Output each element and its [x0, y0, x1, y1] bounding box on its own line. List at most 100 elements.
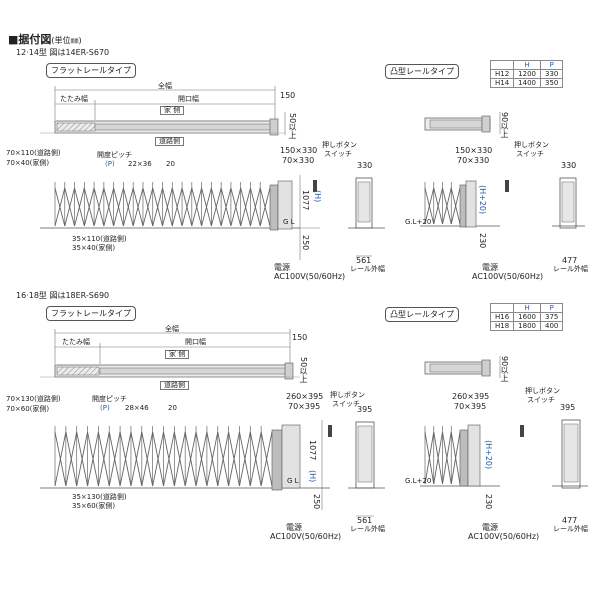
end-a-2: 260×395 — [286, 392, 324, 401]
base-road-2: 35×130(道路側) — [72, 493, 127, 501]
lattice-bar — [450, 431, 461, 485]
pitch-p-2: (P) — [100, 404, 110, 412]
lattice-bar — [433, 431, 443, 485]
tatami-width-label-1: たたみ幅 — [60, 95, 88, 103]
lattice-bar — [184, 431, 197, 487]
cv-rail-outer-1: レール外幅 — [553, 265, 588, 273]
lattice-bar — [152, 187, 163, 227]
lattice-bar — [93, 187, 105, 227]
lattice-bar — [130, 431, 143, 487]
base-house-2: 35×60(家側) — [72, 502, 116, 510]
switch-label-2: スイッチ — [332, 400, 360, 408]
lattice-bar — [195, 431, 208, 487]
lattice-bar — [97, 431, 110, 487]
dim-150-1: 150 — [280, 91, 296, 100]
cv-button-2: 押しボタン — [525, 387, 560, 395]
lattice-bar — [217, 431, 230, 487]
dim-150-2: 150 — [292, 333, 308, 342]
lattice-bar — [171, 187, 183, 227]
lattice-bar — [433, 187, 443, 225]
height-h-1: (H) — [313, 190, 322, 203]
cv-230-2: 230 — [484, 494, 493, 510]
lattice-bar — [260, 431, 273, 487]
total-width-label-1: 全幅 — [158, 82, 172, 90]
convex-frame-1 — [420, 177, 585, 229]
lattice-bar — [163, 431, 175, 487]
convex-elevation-1 — [424, 182, 461, 225]
cv-end-b-2: 70×395 — [454, 402, 487, 411]
lattice-bar — [132, 187, 144, 227]
cv-height-2: (H+20) — [484, 440, 493, 470]
gl-label-2: G L — [287, 477, 299, 485]
gate-frame-1 — [40, 175, 320, 260]
lattice-bar — [250, 187, 261, 227]
height-1077-2: 1077 — [308, 440, 317, 461]
cv-side-depth-2: 395 — [560, 403, 576, 412]
lattice-bar — [442, 431, 452, 485]
lattice-bar — [108, 431, 121, 487]
pitch-label-1: 開度ピッチ — [97, 151, 132, 159]
cv-power-spec-2: AC100V(50/60Hz) — [468, 532, 540, 541]
end-a-1: 150×330 — [280, 146, 318, 155]
pitch-p-1: (P) — [105, 160, 115, 168]
house-side-label-2: 家 側 — [165, 350, 190, 359]
road-side-label-1: 道路側 — [155, 137, 184, 146]
switch-label-1: スイッチ — [324, 150, 352, 158]
lattice-bar — [201, 187, 212, 227]
lattice-bar — [152, 431, 164, 487]
post-road-2: 70×130(道路側) — [6, 395, 61, 403]
plan-view-1 — [40, 86, 286, 136]
convex-rail-tag-1: 凸型レールタイプ — [385, 64, 459, 79]
end-b-2: 70×395 — [288, 402, 321, 411]
post-road-1: 70×110(道路側) — [6, 149, 61, 157]
flat-rail-tag-2: フラットレールタイプ — [46, 306, 136, 321]
lattice-bar — [191, 187, 203, 227]
lattice-bar — [142, 187, 154, 227]
cv-477-1: 477 — [562, 256, 578, 265]
lattice-bar — [64, 187, 75, 227]
lattice-bar — [65, 431, 78, 487]
lattice-bar — [74, 187, 85, 227]
opening-width-label-2: 開口幅 — [185, 338, 206, 346]
lattice-bar — [54, 431, 67, 487]
road-side-label-2: 道路側 — [160, 381, 189, 390]
cv-height-1: (H+20) — [478, 185, 487, 215]
end-b-1: 70×330 — [282, 156, 315, 165]
lattice-bar — [228, 431, 240, 487]
lattice-bar — [181, 187, 193, 227]
total-width-label-2: 全幅 — [165, 325, 179, 333]
base-house-1: 35×40(家側) — [72, 244, 116, 252]
cv-end-a-2: 260×395 — [452, 392, 490, 401]
rail-outer-2: レール外幅 — [350, 525, 385, 533]
flat-rail-tag-1: フラットレールタイプ — [46, 63, 136, 78]
cv-gl-2: G.L+20 — [405, 477, 432, 485]
lattice-bar — [76, 431, 88, 487]
lattice-bar — [141, 431, 154, 487]
cv-230-1: 230 — [478, 233, 487, 249]
lattice-bar — [240, 187, 251, 227]
cv-477-2: 477 — [562, 516, 578, 525]
lattice-bar — [83, 187, 95, 227]
power-spec-1: AC100V(50/60Hz) — [274, 272, 346, 281]
cv-end-b-1: 70×330 — [457, 156, 490, 165]
lattice-bar — [206, 431, 219, 487]
pitch-20-1: 20 — [166, 160, 175, 168]
convex-elevation-2 — [424, 426, 461, 485]
lattice-bar — [103, 187, 115, 227]
pitch-size-2: 28×46 — [125, 404, 149, 412]
section-2-subtitle: 16·18型 図は18ER-S690 — [16, 291, 110, 300]
cv-button-1: 押しボタン — [514, 141, 549, 149]
cv-power-1: 電源 — [482, 263, 498, 272]
dim-50-min-2: 50以上 — [299, 357, 308, 384]
side-section-1 — [348, 177, 385, 257]
lattice-bar — [259, 187, 271, 227]
power-label-2: 電源 — [286, 523, 302, 532]
dim-90-min-1: 90以上 — [500, 112, 509, 139]
lattice-bar — [424, 431, 435, 485]
post-house-2: 70×60(家側) — [6, 405, 50, 413]
lattice-bar — [173, 431, 186, 487]
button-label-2: 押しボタン — [330, 391, 365, 399]
